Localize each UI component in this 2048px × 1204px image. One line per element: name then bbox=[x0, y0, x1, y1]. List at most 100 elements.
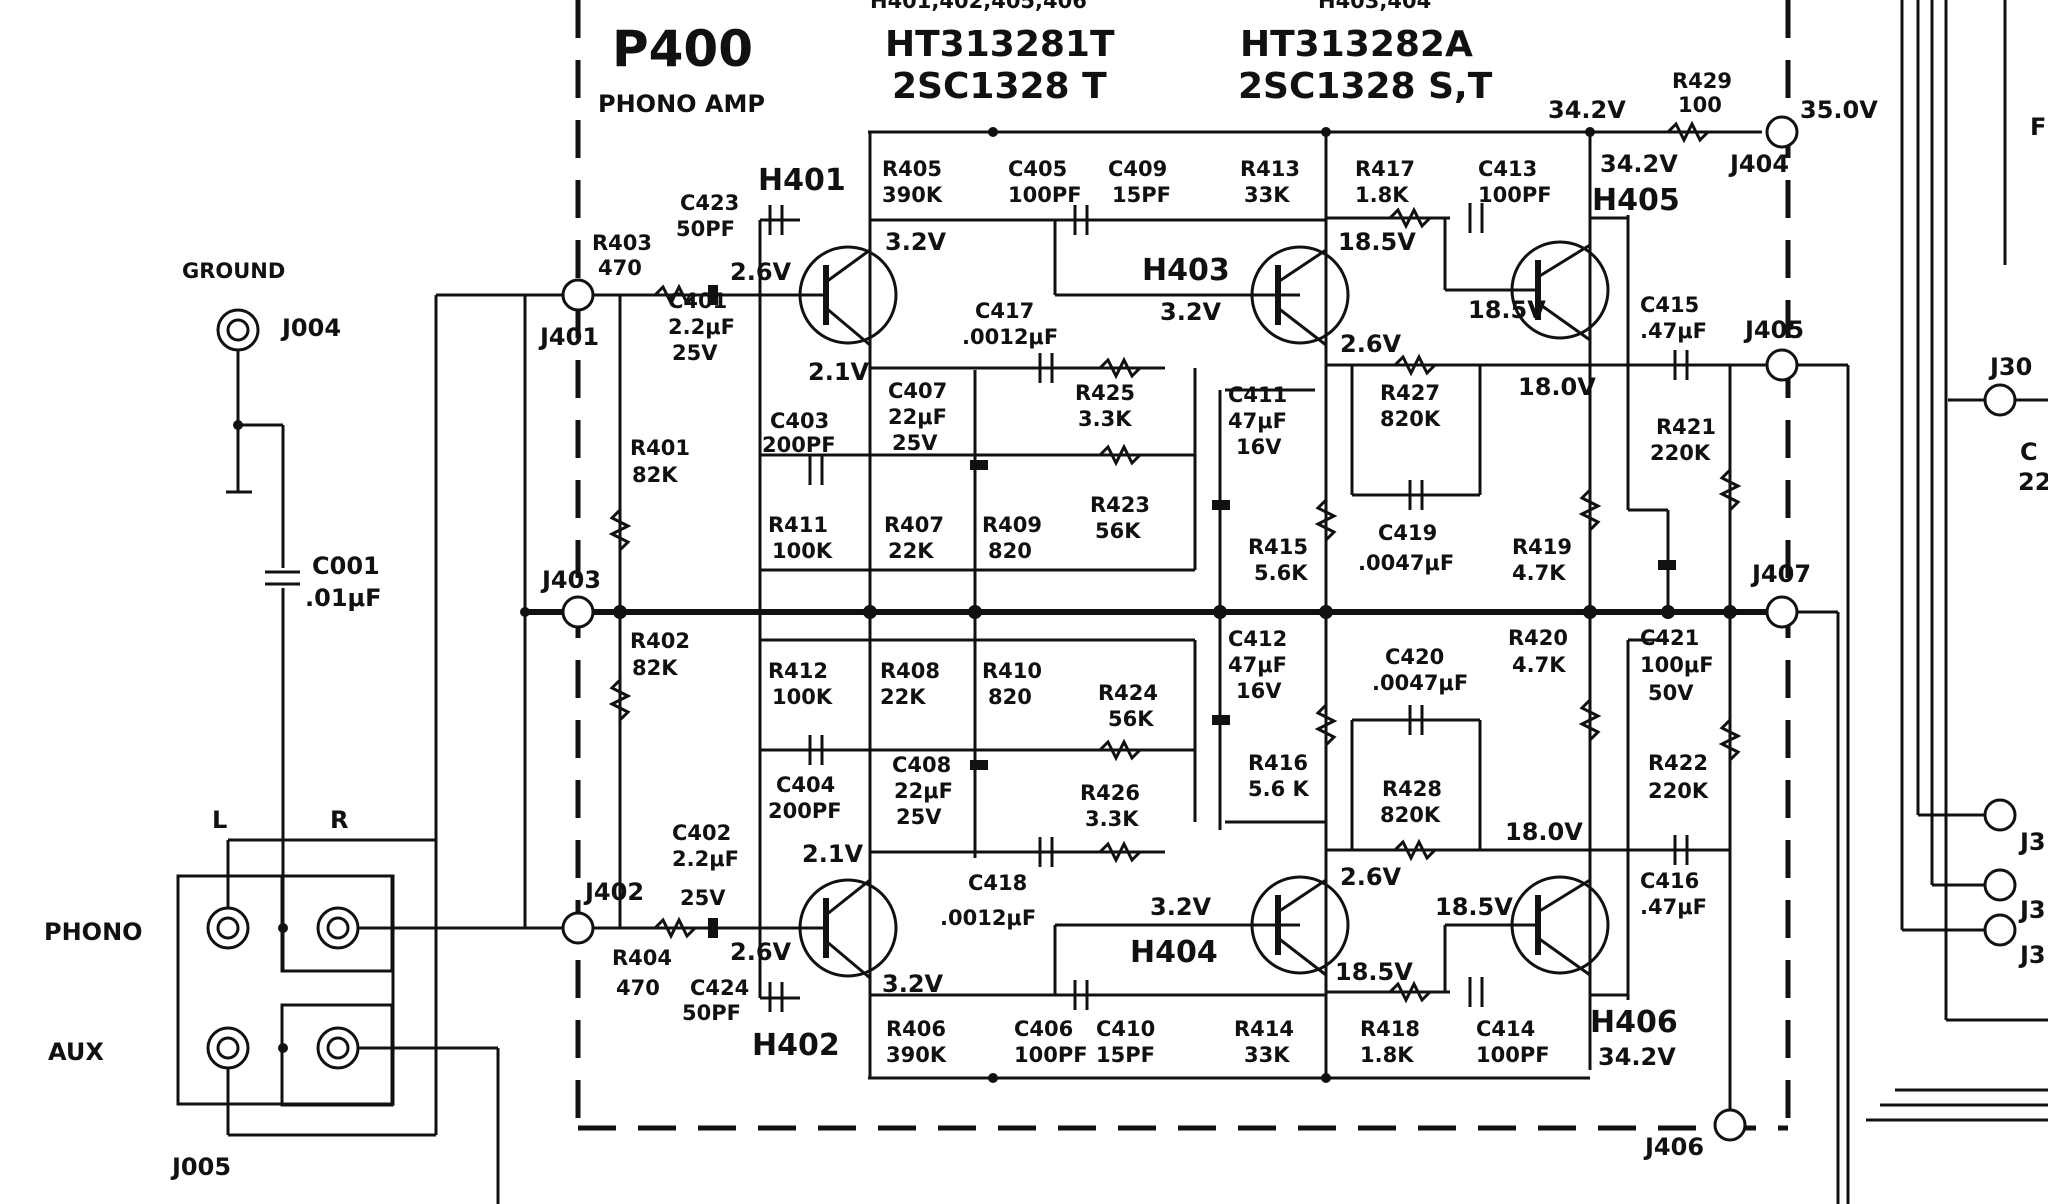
c403-name: C403 bbox=[770, 409, 829, 433]
v-h405-e: 18.0V bbox=[1518, 373, 1596, 401]
c402-value: 2.2μF bbox=[672, 847, 739, 871]
r427-value: 820K bbox=[1380, 407, 1441, 431]
r413-value: 33K bbox=[1244, 183, 1290, 207]
col-r-label: R bbox=[330, 806, 348, 834]
r423-value: 56K bbox=[1095, 519, 1141, 543]
c417-name: C417 bbox=[975, 299, 1034, 323]
c420-value: .0047μF bbox=[1372, 671, 1468, 695]
r421-name: R421 bbox=[1656, 415, 1716, 439]
r416-name: R416 bbox=[1248, 751, 1308, 775]
r420-value: 4.7K bbox=[1512, 653, 1566, 677]
r419-value: 4.7K bbox=[1512, 561, 1566, 585]
r424-name: R424 bbox=[1098, 681, 1158, 705]
edge-j3-b: J3 bbox=[2018, 896, 2046, 924]
terminal-j403 bbox=[561, 595, 595, 629]
c415-name: C415 bbox=[1640, 293, 1699, 317]
c412-voltage: 16V bbox=[1236, 679, 1282, 703]
r409-name: R409 bbox=[982, 513, 1042, 537]
edge-j3-c: J3 bbox=[2018, 941, 2046, 969]
r415-value: 5.6K bbox=[1254, 561, 1308, 585]
c423-name: C423 bbox=[680, 191, 739, 215]
transistor-h404 bbox=[1250, 875, 1350, 977]
v-h403-e: 2.6V bbox=[1340, 330, 1402, 358]
ground-connector: GROUND J004 C001 .01μF bbox=[182, 259, 382, 970]
board-subtitle: PHONO AMP bbox=[598, 90, 765, 118]
r411-name: R411 bbox=[768, 513, 828, 537]
c412-value: 47μF bbox=[1228, 653, 1287, 677]
board-outline bbox=[575, 0, 1791, 1131]
v-supply-top: 34.2V bbox=[1548, 96, 1626, 124]
r417-value: 1.8K bbox=[1355, 183, 1409, 207]
c408-value: 22μF bbox=[894, 779, 953, 803]
j404-label: J404 bbox=[1728, 150, 1789, 178]
j407-label: J407 bbox=[1750, 560, 1811, 588]
v-h401-c: 3.2V bbox=[885, 228, 947, 256]
terminal-j401 bbox=[561, 278, 595, 312]
r426-name: R426 bbox=[1080, 781, 1140, 805]
c403-value: 200PF bbox=[762, 433, 836, 457]
h402-label: H402 bbox=[752, 1028, 840, 1063]
r410-name: R410 bbox=[982, 659, 1042, 683]
c404-value: 200PF bbox=[768, 799, 842, 823]
input-jack-panel: L R PHONO AUX J005 bbox=[44, 293, 578, 1204]
j004-label: J004 bbox=[280, 314, 341, 342]
board-title: P400 bbox=[612, 20, 753, 78]
terminal-j405 bbox=[1765, 348, 1799, 382]
c421-name: C421 bbox=[1640, 626, 1699, 650]
r414-value: 33K bbox=[1244, 1043, 1290, 1067]
r407-value: 22K bbox=[888, 539, 934, 563]
r427-name: R427 bbox=[1380, 381, 1440, 405]
c402-name: C402 bbox=[672, 821, 731, 845]
r422-value: 220K bbox=[1648, 779, 1709, 803]
v-h401-e: 2.1V bbox=[808, 358, 870, 386]
v-h406-e: 18.0V bbox=[1505, 818, 1583, 846]
v-supply-bottom: 34.2V bbox=[1598, 1043, 1676, 1071]
r409-value: 820 bbox=[988, 539, 1032, 563]
r418-name: R418 bbox=[1360, 1017, 1420, 1041]
c402-voltage: 25V bbox=[680, 886, 726, 910]
r404-name: R404 bbox=[612, 946, 672, 970]
c409-value: 15PF bbox=[1112, 183, 1171, 207]
c411-name: C411 bbox=[1228, 383, 1287, 407]
type-b-line1: HT313282A bbox=[1240, 24, 1473, 65]
phono-label: PHONO bbox=[44, 918, 143, 946]
r405-name: R405 bbox=[882, 157, 942, 181]
c410-name: C410 bbox=[1096, 1017, 1155, 1041]
c417-value: .0012μF bbox=[962, 325, 1058, 349]
v-h404-b: 3.2V bbox=[1150, 893, 1212, 921]
c408-name: C408 bbox=[892, 753, 951, 777]
c407-name: C407 bbox=[888, 379, 947, 403]
r429-value: 100 bbox=[1678, 93, 1722, 117]
r426-value: 3.3K bbox=[1085, 807, 1139, 831]
voltage-annotations: 34.2V 35.0V 34.2V 3.2V 2.6V 2.1V 18.5V 3… bbox=[730, 96, 1878, 1071]
c416-value: .47μF bbox=[1640, 895, 1707, 919]
r415-name: R415 bbox=[1248, 535, 1308, 559]
component-labels: R429 100 R405 390K C405 100PF C409 15PF … bbox=[592, 69, 1732, 1067]
v-h406-b: 18.5V bbox=[1435, 893, 1513, 921]
c421-value: 100μF bbox=[1640, 653, 1714, 677]
v-h402-e: 2.1V bbox=[802, 840, 864, 868]
h403-label: H403 bbox=[1142, 253, 1230, 288]
r424-value: 56K bbox=[1108, 707, 1154, 731]
r429-name: R429 bbox=[1672, 69, 1732, 93]
r414-name: R414 bbox=[1234, 1017, 1294, 1041]
r425-value: 3.3K bbox=[1078, 407, 1132, 431]
transistor-h403 bbox=[1250, 245, 1350, 347]
r402-name: R402 bbox=[630, 629, 690, 653]
r404-value: 470 bbox=[616, 976, 660, 1000]
c414-value: 100PF bbox=[1476, 1043, 1550, 1067]
c420-name: C420 bbox=[1385, 645, 1444, 669]
transistor-h406 bbox=[1510, 875, 1610, 977]
terminal-j402 bbox=[561, 911, 595, 945]
neighbour-board-edge: F J30 C 22 J3 J3 J3 bbox=[1866, 0, 2048, 1122]
c423-value: 50PF bbox=[676, 217, 735, 241]
c404-name: C404 bbox=[776, 773, 835, 797]
c401-name: C401 bbox=[668, 289, 727, 313]
header: H401,402,405,406 H403,404 P400 PHONO AMP… bbox=[598, 0, 1493, 118]
c412-name: C412 bbox=[1228, 627, 1287, 651]
j405-label: J405 bbox=[1743, 316, 1804, 344]
c419-value: .0047μF bbox=[1358, 551, 1454, 575]
type-a-line2: 2SC1328 T bbox=[892, 66, 1107, 107]
r413-name: R413 bbox=[1240, 157, 1300, 181]
h405-label: H405 bbox=[1592, 183, 1680, 218]
